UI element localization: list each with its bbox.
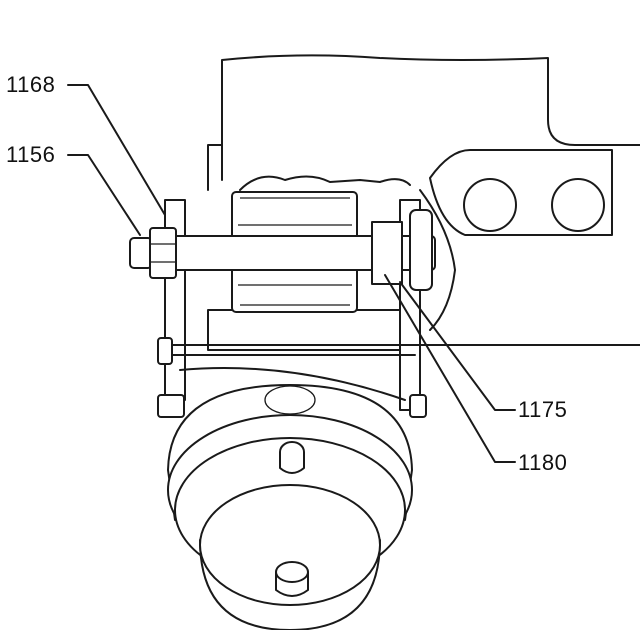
leader-1180: [384, 274, 516, 463]
frame-plate: [207, 54, 640, 346]
leader-1168: [67, 84, 166, 216]
leader-1156: [67, 154, 141, 236]
leader-lines: [67, 84, 516, 463]
label-1175: 1175: [518, 397, 568, 422]
bracket-hole-right: [551, 178, 605, 232]
label-1156: 1156: [6, 142, 56, 167]
label-1180: 1180: [518, 450, 568, 475]
side-bolts: [157, 337, 427, 418]
brake-chamber: [167, 384, 413, 630]
mounting-bracket: [164, 199, 421, 411]
bracket-hole-left: [463, 178, 517, 232]
nut-1156: [129, 227, 177, 279]
pin-1175: [169, 209, 436, 291]
frame-bracket: [419, 149, 613, 331]
leader-1175: [399, 281, 516, 411]
label-1168: 1168: [6, 72, 56, 97]
